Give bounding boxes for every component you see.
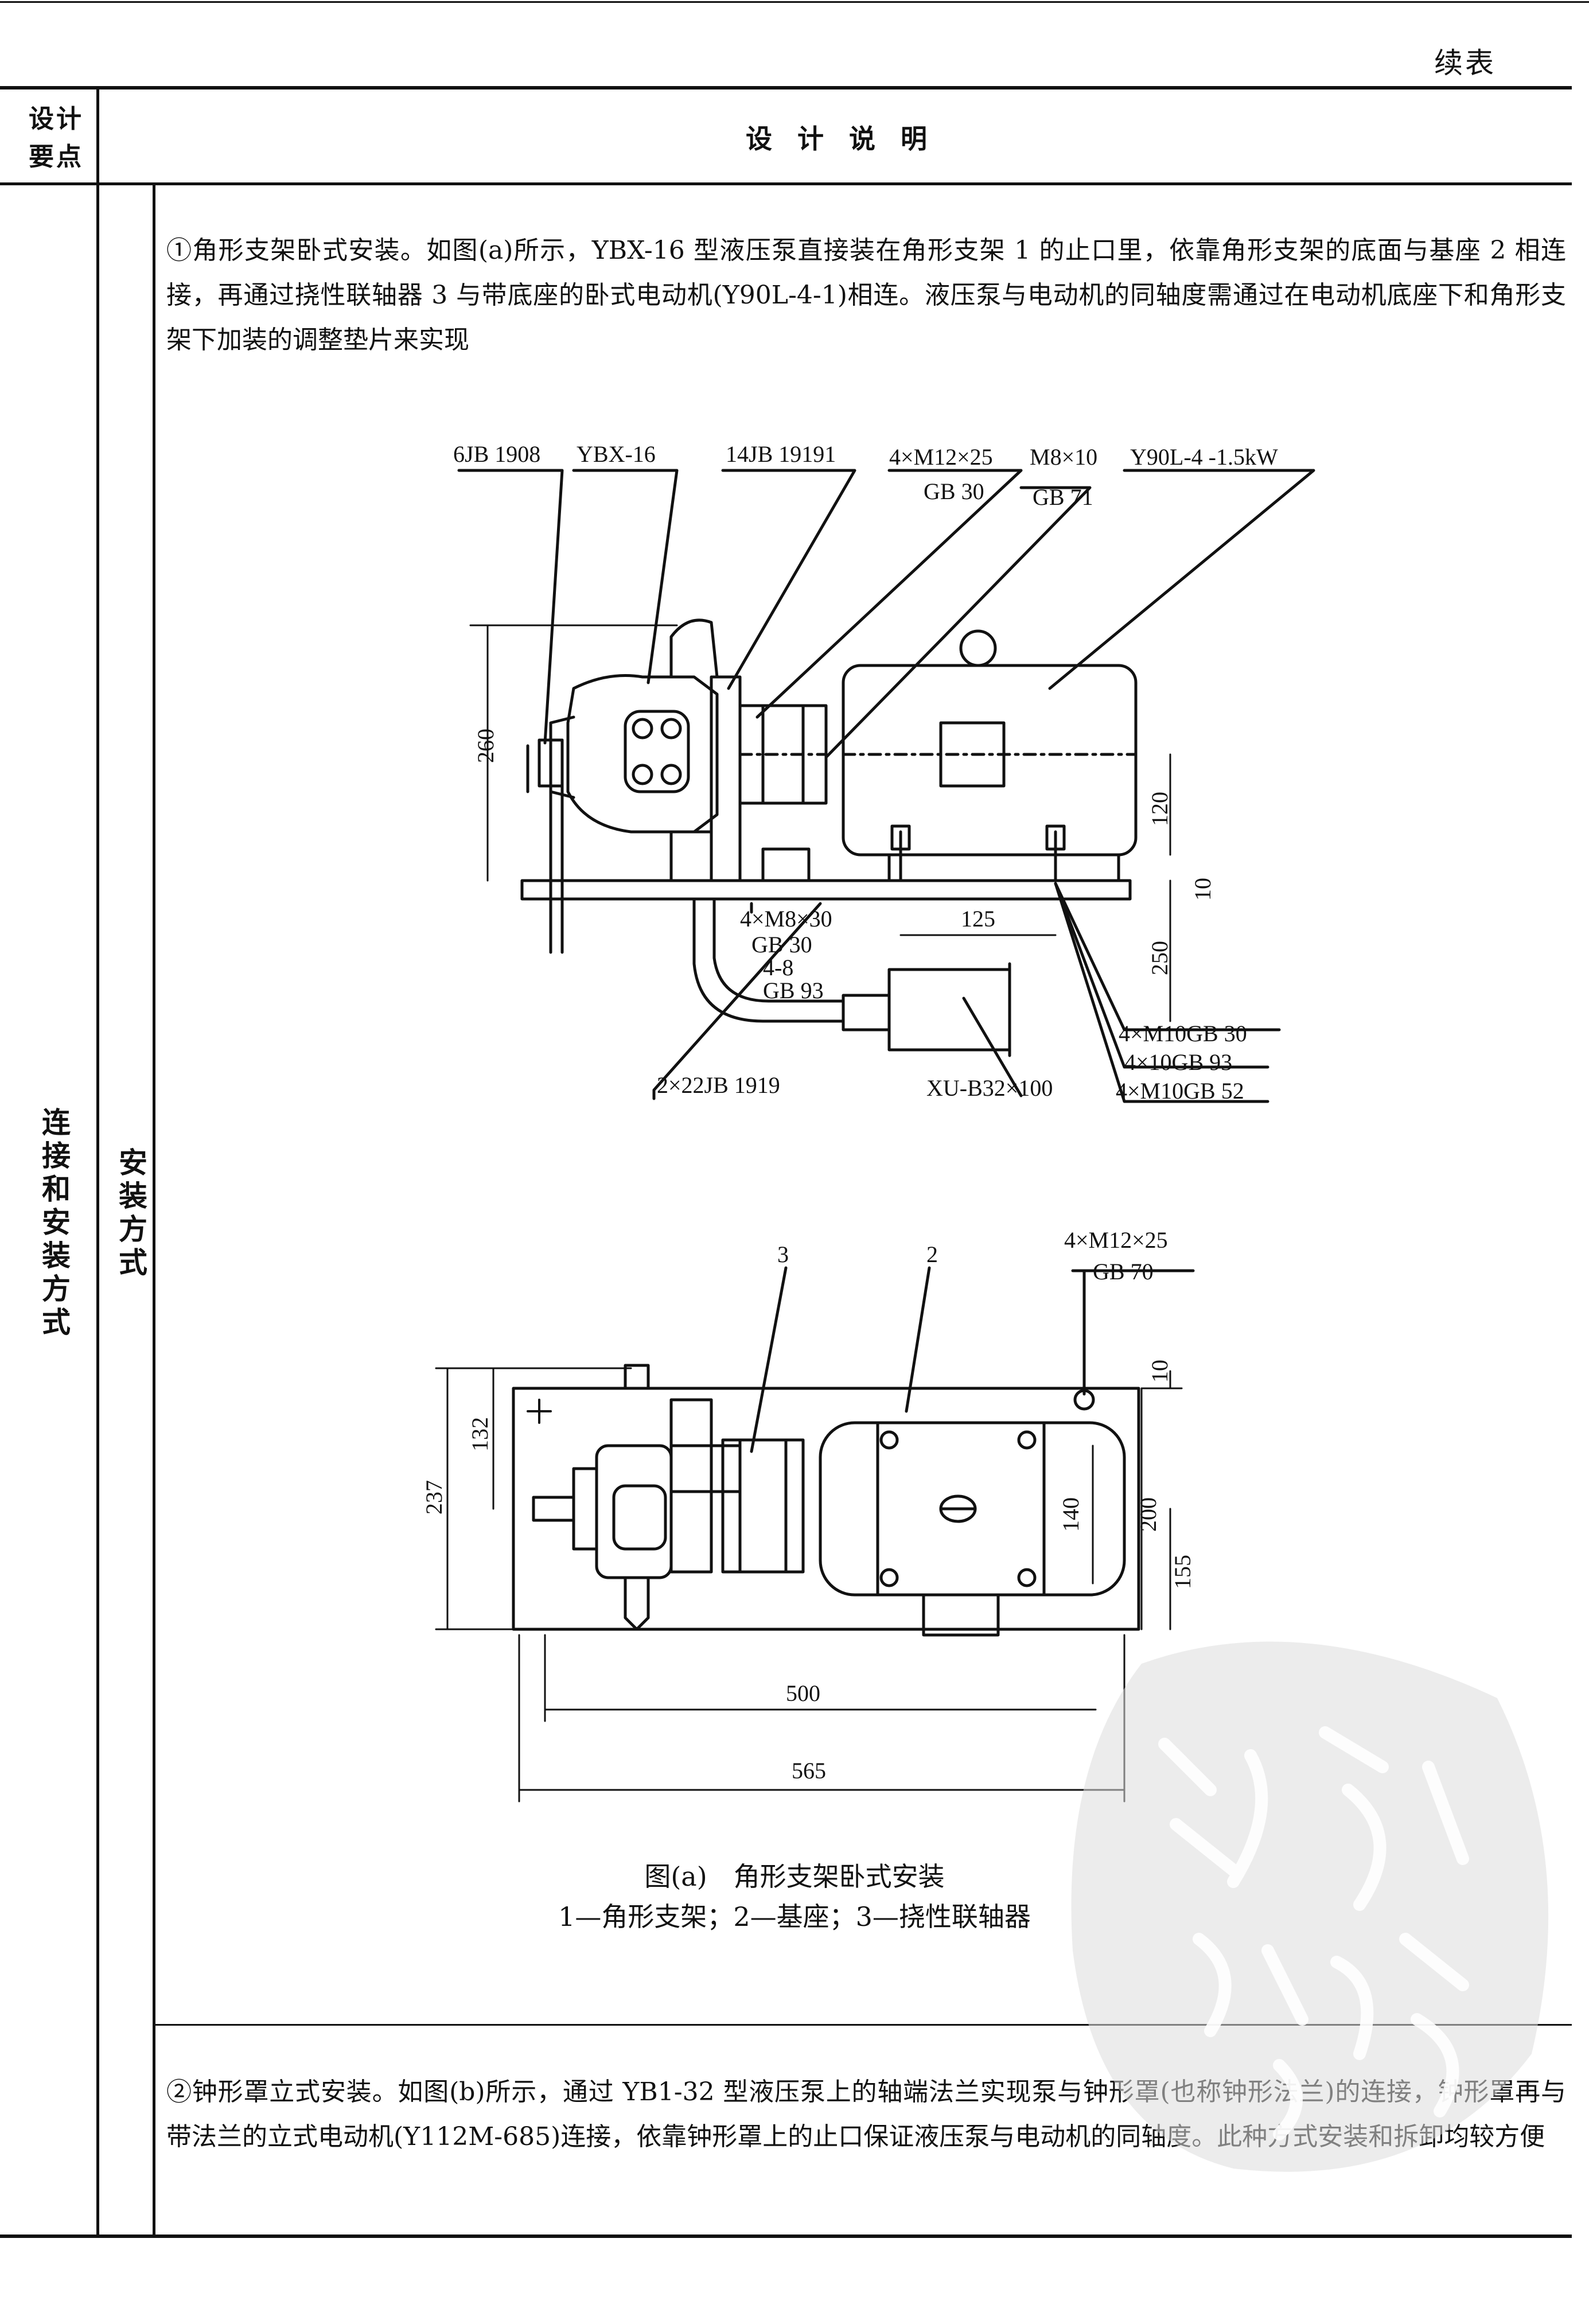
subcategory-label: 安装方式 — [114, 1147, 148, 1280]
dim-120: 120 — [1147, 792, 1173, 826]
col2-rule — [153, 182, 155, 2238]
label-2x22jb1919: 2×22JB 1919 — [657, 1072, 780, 1098]
label-m8x30: 4×M8×30 — [740, 906, 832, 932]
label-m8x10: M8×10 — [1030, 444, 1097, 470]
paragraph-angle-bracket: ①角形支架卧式安装。如图(a)所示，YBX-16 型液压泵直接装在角形支架 1 … — [166, 236, 1566, 355]
continued-label: 续表 — [1434, 46, 1496, 80]
base-plate-plan — [512, 1387, 1140, 1631]
base-plate-elevation — [520, 879, 1132, 901]
dim-260: 260 — [473, 729, 498, 763]
header-description-column: 设 计 说 明 — [746, 123, 936, 154]
dim-200: 200 — [1135, 1497, 1161, 1532]
dim-125: 125 — [961, 906, 995, 932]
pump-plan — [595, 1444, 673, 1579]
label-m12x25-top: 4×M12×25 — [889, 444, 993, 470]
dim-10-elev: 10 — [1190, 878, 1216, 901]
label-4x10gb93: 4×10GB 93 — [1124, 1049, 1232, 1075]
table-bottom-rule — [0, 2235, 1572, 2238]
watermark-seal — [1071, 1641, 1549, 2172]
section-divider-rule — [155, 2024, 1572, 2026]
dim-237: 237 — [421, 1480, 447, 1515]
label-m12x25-plan: 4×M12×25 — [1064, 1227, 1168, 1253]
filter-xu — [887, 968, 1011, 1052]
label-gb30-mid: GB 30 — [751, 932, 812, 957]
label-4-8: 4-8 — [763, 955, 793, 980]
header-bottom-rule — [0, 182, 1572, 185]
dim-132: 132 — [467, 1417, 493, 1451]
table-top-rule — [0, 86, 1572, 89]
top-rule — [0, 1, 1589, 3]
label-6jb1908: 6JB 1908 — [453, 441, 540, 467]
figure-a-legend: 1—角形支架；2—基座；3—挠性联轴器 — [558, 1901, 1031, 1932]
pump-body-elevation — [566, 674, 719, 834]
col1-rule — [96, 86, 99, 2238]
label-gb71: GB 71 — [1033, 484, 1093, 510]
figure-a-caption: 图(a) 角形支架卧式安装 — [644, 1861, 945, 1892]
suction-hose — [692, 897, 845, 1023]
label-motor-model: Y90L-4 -1.5kW — [1130, 444, 1278, 470]
dim-250: 250 — [1147, 941, 1173, 975]
dim-565: 565 — [792, 1758, 826, 1784]
label-gb30-top: GB 30 — [924, 478, 984, 504]
label-m10gb52: 4×M10GB 52 — [1116, 1078, 1244, 1104]
dim-155: 155 — [1170, 1555, 1195, 1589]
dim-10-plan: 10 — [1147, 1360, 1173, 1383]
coupling-plan — [721, 1438, 805, 1574]
label-part-3: 3 — [777, 1241, 789, 1267]
figure-a-drawing: 6JB 1908 YBX-16 14JB 19191 4×M12×25 GB 3… — [421, 441, 1315, 1803]
label-gb93-mid: GB 93 — [763, 978, 824, 1003]
dim-140: 140 — [1058, 1497, 1084, 1532]
label-ybx16: YBX-16 — [577, 441, 656, 467]
label-14jb19191: 14JB 19191 — [726, 441, 836, 467]
label-m10gb30: 4×M10GB 30 — [1119, 1021, 1247, 1046]
label-filter-xu: XU-B32×100 — [926, 1075, 1053, 1101]
header-key-column: 设计 要点 — [29, 104, 84, 172]
label-part-2: 2 — [926, 1241, 938, 1267]
label-gb70: GB 70 — [1093, 1259, 1154, 1284]
lifting-eye — [959, 629, 997, 667]
category-label: 连接和安装方式 — [37, 1107, 71, 1340]
dim-500: 500 — [786, 1680, 820, 1706]
